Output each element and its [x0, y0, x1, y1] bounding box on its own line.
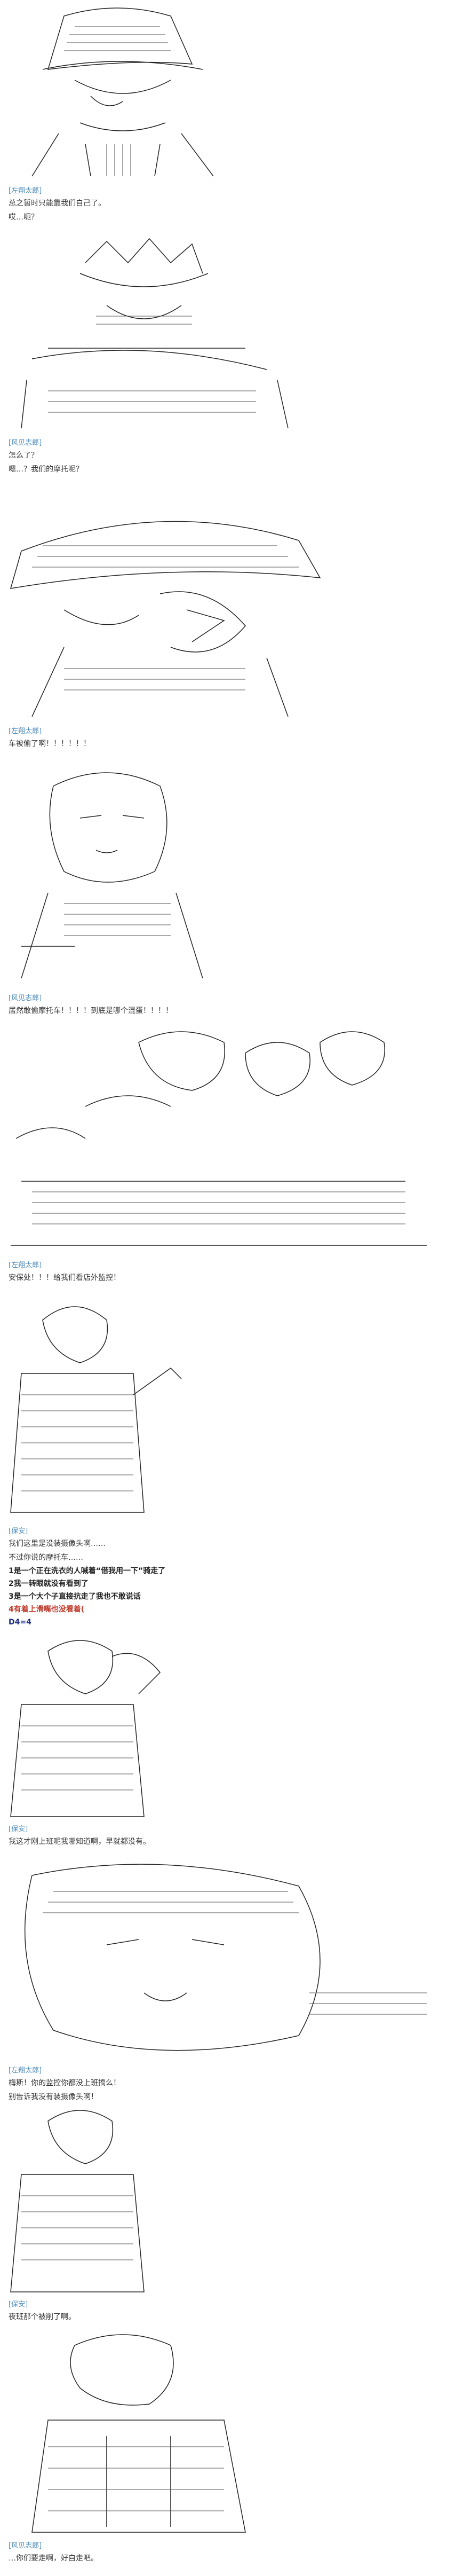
ascii-art-scratching-head: [0, 1630, 455, 1822]
speaker-name: [左翔太郎]: [9, 1261, 42, 1269]
dialogue-line: 我们这里是没装摄像头啊……: [9, 1540, 106, 1548]
panel-2: [风见志郎] 怎么了？ 嗯…？我们的摩托呢？: [0, 231, 455, 487]
choice-option: 1是一个正在洗衣的人喊着“借我用一下”骑走了: [9, 1567, 166, 1575]
ascii-art-crowd: [0, 1021, 455, 1256]
speaker-name: [保安]: [9, 1825, 28, 1833]
panel-6: [保安] 我们这里是没装摄像头啊…… 不过你说的摩托车…… 1是一个正在洗衣的人…: [0, 1288, 455, 1630]
speaker-name: [保安]: [9, 2300, 28, 2308]
dialogue-line: …你们要走啊，好自走吧。: [9, 2554, 98, 2563]
dialogue-line: 别告诉我没有装摄像头啊！: [9, 2093, 98, 2101]
dialogue-line: 怎么了？: [9, 451, 38, 460]
dialogue-block: [左翔太郎] 梅斯！你的监控你都没上班搞么！ 别告诉我没有装摄像头啊！: [9, 2065, 435, 2104]
speaker-name: [风见志郎]: [9, 2542, 42, 2550]
ascii-art-shouting: [0, 487, 455, 722]
ascii-art-luffy-bottom: [0, 2329, 455, 2538]
choice-note: 4有着上滑嘴也没看着(: [9, 1605, 85, 1614]
panel-4: [风见志郎] 居然敢偷摩托车！！！！到底是哪个混蛋！！！！: [0, 754, 455, 1021]
dialogue-line: 总之暂时只能靠我们自己了。: [9, 199, 106, 208]
speaker-name: [风见志郎]: [9, 994, 42, 1002]
ascii-art-luffy-hat: [0, 0, 455, 182]
dialogue-block: [左翔太郎] 车被偷了啊！！！！！！: [9, 726, 435, 751]
speaker-name: [左翔太郎]: [9, 2067, 42, 2075]
speaker-name: [保安]: [9, 1527, 28, 1535]
dialogue-block: [风见志郎] 居然敢偷摩托车！！！！到底是哪个混蛋！！！！: [9, 993, 435, 1018]
dialogue-line: 我这才刚上班呢我哪知道啊，早就都没有。: [9, 1837, 150, 1846]
panel-7: [保安] 我这才刚上班呢我哪知道啊，早就都没有。: [0, 1630, 455, 1854]
dialogue-line: 哎…呃？: [9, 213, 38, 222]
ascii-art-spiky-hair: [0, 231, 455, 434]
dialogue-block: [风见志郎] …你们要走啊，好自走吧。: [9, 2541, 435, 2565]
panel-8: [左翔太郎] 梅斯！你的监控你都没上班搞么！ 别告诉我没有装摄像头啊！: [0, 1854, 455, 2105]
dialogue-line: 夜班那个被削了啊。: [9, 2313, 76, 2321]
ascii-art-staff-2: [0, 2105, 455, 2297]
dialogue-line: 车被偷了啊！！！！！！: [9, 740, 91, 748]
panel-3: [左翔太郎] 车被偷了啊！！！！！！: [0, 487, 455, 754]
speaker-name: [左翔太郎]: [9, 187, 42, 195]
ascii-art-glancing: [0, 754, 455, 989]
ascii-art-staff: [0, 1288, 455, 1523]
dialogue-line: 安保处！！！给我们看店外监控！: [9, 1274, 121, 1282]
dice-result: D4=4: [9, 1618, 31, 1627]
dialogue-block: [左翔太郎] 安保处！！！给我们看店外监控！: [9, 1260, 435, 1285]
dialogue-block: [保安] 我们这里是没装摄像头啊…… 不过你说的摩托车…… 1是一个正在洗衣的人…: [9, 1526, 435, 1629]
dialogue-block: [风见志郎] 怎么了？ 嗯…？我们的摩托呢？: [9, 438, 435, 476]
dialogue-line: 居然敢偷摩托车！！！！到底是哪个混蛋！！！！: [9, 1007, 173, 1015]
choice-option: 2我一转眼就没有看到了: [9, 1580, 89, 1588]
panel-10: [风见志郎] …你们要走啊，好自走吧。: [0, 2329, 455, 2575]
ascii-art-close-up: [0, 1854, 455, 2062]
panel-9: [保安] 夜班那个被削了啊。: [0, 2105, 455, 2329]
dialogue-line: 不过你说的摩托车……: [9, 1553, 83, 1562]
speaker-name: [风见志郎]: [9, 439, 42, 447]
dialogue-block: [保安] 我这才刚上班呢我哪知道啊，早就都没有。: [9, 1824, 435, 1849]
panel-1: [左翔太郎] 总之暂时只能靠我们自己了。 哎…呃？: [0, 0, 455, 231]
speaker-name: [左翔太郎]: [9, 727, 42, 735]
dialogue-line: 梅斯！你的监控你都没上班搞么！: [9, 2079, 121, 2087]
dialogue-block: [保安] 夜班那个被削了啊。: [9, 2299, 435, 2324]
dialogue-line: 嗯…？我们的摩托呢？: [9, 465, 83, 474]
dialogue-block: [左翔太郎] 总之暂时只能靠我们自己了。 哎…呃？: [9, 186, 435, 224]
panel-5: [左翔太郎] 安保处！！！给我们看店外监控！: [0, 1021, 455, 1288]
choice-option: 3是一个大个子直接抗走了我也不敢说话: [9, 1592, 141, 1601]
